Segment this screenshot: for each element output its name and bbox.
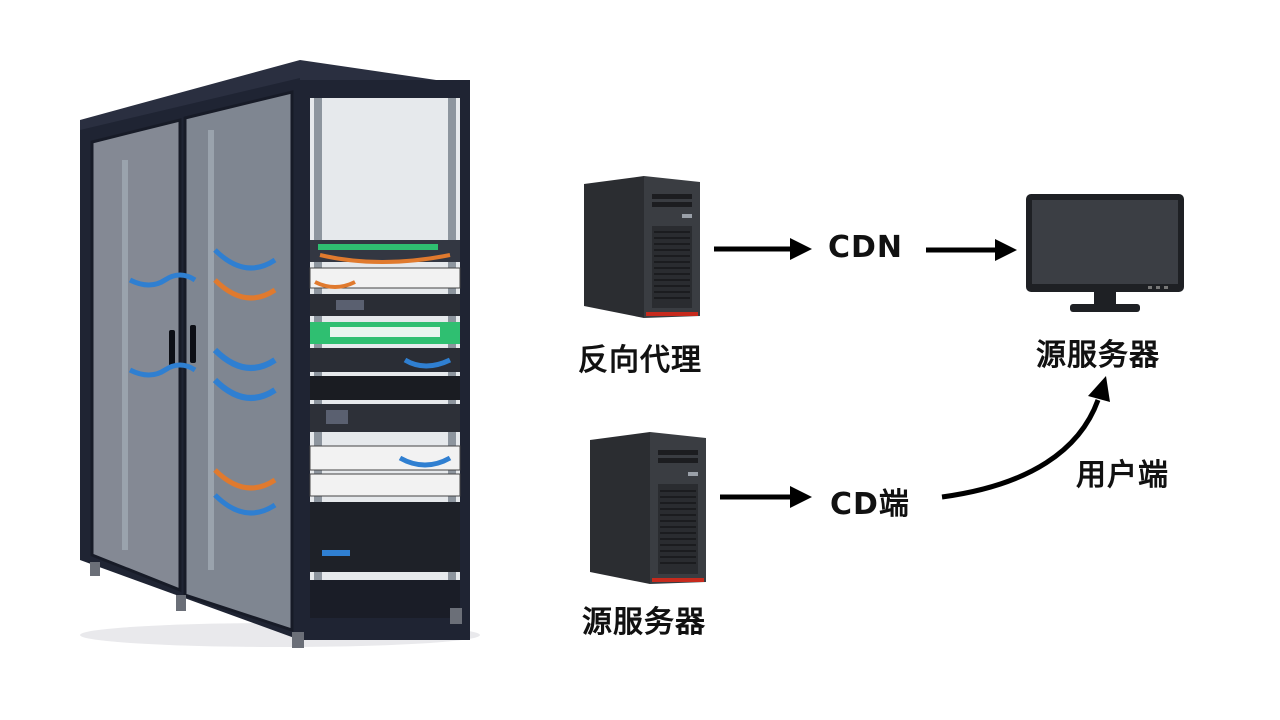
arrow-proxy-to-cdn <box>714 238 812 260</box>
reverse-proxy-label: 反向代理 <box>578 343 702 378</box>
user-end-label: 用户端 <box>1076 458 1169 493</box>
arrow-cd-end-to-origin-curved <box>941 376 1110 500</box>
origin-server-top-label: 源服务器 <box>1036 338 1160 373</box>
origin-server-monitor-icon <box>1026 194 1184 312</box>
cd-end-label: CD端 <box>830 487 910 522</box>
origin-server-tower-icon <box>590 432 706 584</box>
cdn-label: CDN <box>828 230 904 265</box>
arrow-cdn-to-origin <box>926 239 1017 261</box>
origin-server-bottom-label: 源服务器 <box>582 605 706 640</box>
server-rack-icon <box>80 60 480 648</box>
reverse-proxy-tower-icon <box>584 176 700 318</box>
arrow-origin-to-cd-end <box>720 486 812 508</box>
